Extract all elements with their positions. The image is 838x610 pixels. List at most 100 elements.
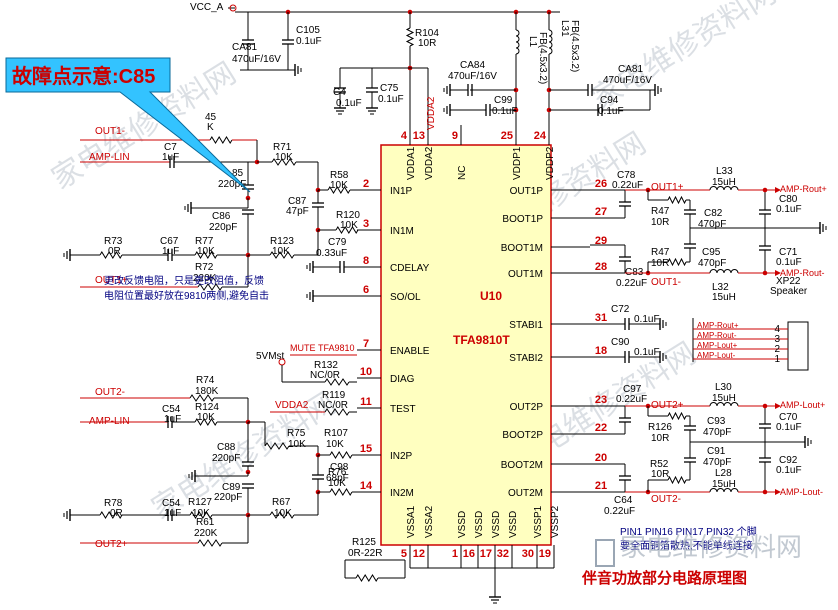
chip-pin-name: VSSD xyxy=(491,511,502,538)
chip-pin-number: 28 xyxy=(595,261,607,273)
chip-pin-name: VDDA2 xyxy=(424,146,435,180)
r72-value: 220K xyxy=(193,273,217,284)
c99-ref: C99 xyxy=(494,95,513,106)
amp-rout-minus-net: AMP-Rout- xyxy=(780,268,825,278)
chip-pin-number: 26 xyxy=(595,178,607,190)
out1-minus-net: OUT1- xyxy=(95,126,125,137)
r127-value: 10K xyxy=(192,508,210,519)
junction-dot xyxy=(762,270,768,276)
out1-minus-net: OUT1- xyxy=(651,277,681,288)
connector-pin-number: 2 xyxy=(774,344,780,355)
net-arrow xyxy=(775,403,781,409)
r132-value: NC/0R xyxy=(310,370,340,381)
r74-value: 180K xyxy=(195,386,219,397)
c64-ref: C64 xyxy=(614,495,633,506)
l28-value: 15uH xyxy=(712,479,736,490)
c92-ref: C92 xyxy=(779,455,798,466)
r71-value: 10K xyxy=(275,152,293,163)
connector-body xyxy=(787,321,809,371)
c54-ref: C54 xyxy=(162,404,181,415)
c78-ref: C78 xyxy=(617,170,636,181)
chip-pin-number: 14 xyxy=(360,480,373,492)
connector-net-label: AMP-Rout+ xyxy=(697,321,739,330)
logo-icon xyxy=(595,539,615,567)
r75-resistor xyxy=(264,442,290,450)
c7-ref: C7 xyxy=(164,142,177,153)
chip-pin-name: OUT1M xyxy=(508,269,543,280)
chip-pin-name: VSSD xyxy=(474,511,485,538)
chip-pin-name: VSSP2 xyxy=(550,505,561,538)
ca81-value: 470uF/16V xyxy=(232,54,281,65)
chip-pin-number: 9 xyxy=(452,130,458,142)
xp22-ref: XP22 xyxy=(776,276,801,287)
l31-inductor xyxy=(548,29,553,55)
chip-pin-number: 5 xyxy=(401,548,407,560)
l28-ref: L28 xyxy=(715,468,732,479)
bottom-note-2: 要全面铜箔散热,不能单线连接 xyxy=(620,539,753,552)
c4-value: 0.1uF xyxy=(336,98,362,109)
c93-value: 470pF xyxy=(703,427,731,438)
vdda2-pin-net: VDDA2 xyxy=(426,96,437,130)
r78-resistor xyxy=(99,511,123,519)
r61-resistor xyxy=(197,539,223,547)
r45-ref: 45 xyxy=(205,112,217,123)
r75-value: 10K xyxy=(288,439,306,450)
c105-value: 0.1uF xyxy=(296,36,322,47)
chip-pin-name: VDDP1 xyxy=(512,146,523,180)
r71-ref: R71 xyxy=(273,142,292,153)
out1-plus-net: OUT1+ xyxy=(651,182,684,193)
l32-inductor xyxy=(709,269,739,274)
fault-callout-text: 故障点示意:C85 xyxy=(12,64,155,88)
c4-ref: C4 xyxy=(333,87,346,98)
r72-resistor xyxy=(197,283,223,291)
chip-pin-name: DIAG xyxy=(390,374,415,385)
r104-resistor xyxy=(405,27,415,47)
c87-ref: C87 xyxy=(288,196,307,207)
c79-value: 0.33uF xyxy=(316,248,347,259)
r123-ref: R123 xyxy=(270,236,294,247)
chip-pin-number: 23 xyxy=(595,394,607,406)
chip-ref: U10 xyxy=(480,289,502,303)
vcc-terminal xyxy=(229,4,237,12)
mute-label: MUTE xyxy=(290,343,316,353)
r107-ref: R107 xyxy=(324,428,348,439)
c87-value: 47pF xyxy=(286,206,309,217)
vmst-label: 5VMst xyxy=(256,351,285,362)
r120-ref: R120 xyxy=(336,210,360,221)
c92-value: 0.1uF xyxy=(776,465,802,476)
r52-resistor xyxy=(667,475,687,485)
c54b-value: 1uF xyxy=(164,508,181,519)
r119-resistor xyxy=(324,408,350,416)
chip-pin-name: BOOT1M xyxy=(501,243,543,254)
r75-ref: R75 xyxy=(287,428,306,439)
l30-ref: L30 xyxy=(715,382,732,393)
chip-pin-name: IN1M xyxy=(390,226,414,237)
figure-caption: 伴音功放部分电路原理图 xyxy=(581,569,747,587)
chip-pin-number: 18 xyxy=(595,345,607,357)
chip-pin-number: 8 xyxy=(363,255,369,267)
c86-ref: C86 xyxy=(212,211,231,222)
ca81b-value: 470uF/16V xyxy=(603,75,652,86)
l33-inductor xyxy=(709,186,739,191)
chip-pin-name: STABI2 xyxy=(509,353,543,364)
chip-pin-number: 7 xyxy=(363,338,369,350)
l1-ref: L1 xyxy=(527,36,538,48)
chip-pin-number: 16 xyxy=(463,548,475,560)
chip-pin-number: 10 xyxy=(360,366,372,378)
out1-plus-net: OUT1+ xyxy=(95,275,128,286)
r78-value: 0R xyxy=(110,508,123,519)
chip-pin-name: TEST xyxy=(390,404,416,415)
r124-value: 10K xyxy=(197,412,215,423)
net-arrow xyxy=(775,187,781,193)
r61-ref: R61 xyxy=(196,517,215,528)
c64-value: 0.22uF xyxy=(604,506,635,517)
r76-value: 10K xyxy=(328,478,346,489)
amp-rout-plus-net: AMP-Rout+ xyxy=(780,184,827,194)
chip-pin-number: 2 xyxy=(363,178,369,190)
note-line-2: 电阻位置最好放在9810两侧,避免自击 xyxy=(104,289,269,302)
chip-pin-name: CDELAY xyxy=(390,263,430,274)
chip-body xyxy=(380,144,552,546)
c83-value: 0.22uF xyxy=(616,278,647,289)
chip-pin-number: 15 xyxy=(360,443,372,455)
